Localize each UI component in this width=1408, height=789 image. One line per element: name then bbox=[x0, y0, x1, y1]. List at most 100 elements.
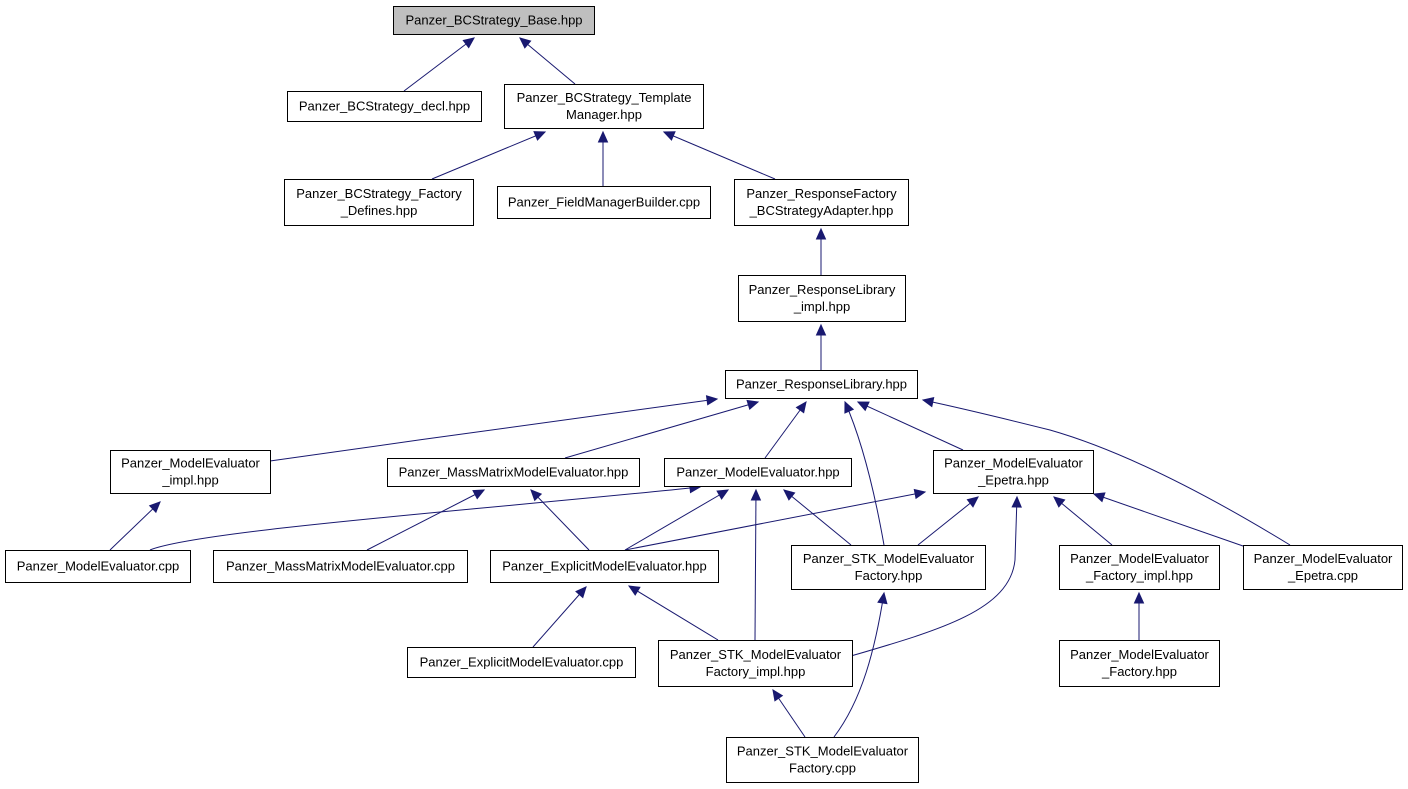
node-box bbox=[738, 275, 906, 322]
node-label: _Defines.hpp bbox=[340, 203, 418, 218]
node-base[interactable]: Panzer_BCStrategy_Base.hpp bbox=[393, 6, 595, 35]
node-box bbox=[658, 640, 853, 687]
node-fmb[interactable]: Panzer_FieldManagerBuilder.cpp bbox=[497, 186, 711, 219]
node-label: Panzer_ExplicitModelEvaluator.hpp bbox=[502, 559, 707, 574]
node-box bbox=[725, 370, 918, 399]
arrowhead-tmplmgr bbox=[662, 131, 676, 141]
arrowhead-rl bbox=[856, 401, 870, 412]
arrowhead-base bbox=[462, 37, 475, 49]
edge-meimpl-to-rl bbox=[269, 398, 718, 462]
edge-me-to-rl bbox=[764, 401, 807, 459]
edge-exme-to-me bbox=[624, 489, 729, 551]
arrowhead-me bbox=[716, 489, 730, 500]
edge-mmme-to-rl bbox=[564, 401, 759, 459]
arrowhead-tmplmgr bbox=[533, 131, 547, 141]
node-box bbox=[5, 550, 191, 583]
node-box bbox=[726, 737, 919, 783]
arrowhead-mefactimpl bbox=[1133, 591, 1145, 604]
edge-meep-to-rl bbox=[857, 401, 964, 451]
node-stkfactimpl[interactable]: Panzer_STK_ModelEvaluatorFactory_impl.hp… bbox=[658, 640, 853, 687]
node-box bbox=[110, 450, 271, 494]
node-label: Panzer_ModelEvaluator bbox=[1070, 647, 1209, 662]
node-label: Panzer_STK_ModelEvaluator bbox=[737, 744, 909, 759]
node-box bbox=[490, 550, 719, 583]
arrowhead-base bbox=[519, 37, 532, 49]
node-label: Panzer_ModelEvaluator.cpp bbox=[17, 559, 180, 574]
node-box bbox=[1059, 545, 1220, 590]
node-me[interactable]: Panzer_ModelEvaluator.hpp bbox=[664, 458, 852, 487]
arrowhead-tmplmgr bbox=[597, 130, 609, 143]
arrowhead-exme bbox=[627, 585, 641, 596]
edge-meepcpp-to-meep bbox=[1093, 493, 1244, 547]
node-box bbox=[734, 179, 909, 226]
node-label: Panzer_FieldManagerBuilder.cpp bbox=[508, 195, 700, 210]
node-exme[interactable]: Panzer_ExplicitModelEvaluator.hpp bbox=[490, 550, 719, 583]
edge-meepcpp-to-rl bbox=[922, 399, 1291, 546]
node-meep[interactable]: Panzer_ModelEvaluator_Epetra.hpp bbox=[933, 450, 1094, 494]
node-label: Panzer_ModelEvaluator bbox=[1070, 551, 1209, 566]
node-meimpl[interactable]: Panzer_ModelEvaluator_impl.hpp bbox=[110, 450, 271, 494]
node-label: Panzer_ResponseLibrary bbox=[749, 282, 896, 297]
edge-factdef-to-tmplmgr bbox=[431, 131, 546, 180]
edge-rfadapter-to-tmplmgr bbox=[663, 131, 776, 180]
node-mefact[interactable]: Panzer_ModelEvaluator_Factory.hpp bbox=[1059, 640, 1220, 687]
arrowhead-mmme bbox=[530, 489, 543, 502]
edge-stkfactimpl-to-exme bbox=[628, 585, 719, 641]
arrowhead-rl bbox=[844, 400, 855, 414]
node-label: Factory.cpp bbox=[789, 761, 856, 776]
node-label: Panzer_ResponseFactory bbox=[746, 186, 897, 201]
edge-mmmecpp-to-mmme bbox=[366, 489, 485, 551]
edge-exme-to-meep bbox=[624, 491, 926, 551]
node-box bbox=[664, 458, 852, 487]
arrowhead-exme bbox=[575, 586, 587, 599]
arrowhead-meep bbox=[1053, 496, 1066, 508]
node-label: Panzer_BCStrategy_Factory bbox=[296, 186, 462, 201]
node-layer: Panzer_BCStrategy_Base.hppPanzer_BCStrat… bbox=[5, 6, 1403, 783]
node-box bbox=[497, 186, 711, 219]
node-box bbox=[284, 179, 474, 226]
node-factdef[interactable]: Panzer_BCStrategy_Factory _Defines.hpp bbox=[284, 179, 474, 226]
edge-stkfact-to-me bbox=[783, 489, 852, 546]
node-mecpp[interactable]: Panzer_ModelEvaluator.cpp bbox=[5, 550, 191, 583]
edge-mefactimpl-to-meep bbox=[1053, 496, 1113, 546]
node-meepcpp[interactable]: Panzer_ModelEvaluator_Epetra.cpp bbox=[1243, 545, 1403, 590]
arrowhead-rl bbox=[746, 399, 760, 410]
node-label: _Epetra.hpp bbox=[977, 473, 1049, 488]
node-mmmecpp[interactable]: Panzer_MassMatrixModelEvaluator.cpp bbox=[213, 550, 468, 583]
node-mmme[interactable]: Panzer_MassMatrixModelEvaluator.hpp bbox=[387, 458, 640, 487]
node-label: Manager.hpp bbox=[566, 107, 642, 122]
arrowhead-stkfactimpl bbox=[772, 688, 784, 702]
node-box bbox=[933, 450, 1094, 494]
node-rfadapter[interactable]: Panzer_ResponseFactory_BCStrategyAdapter… bbox=[734, 179, 909, 226]
node-decl[interactable]: Panzer_BCStrategy_decl.hpp bbox=[287, 91, 482, 122]
edge-decl-to-base bbox=[403, 37, 475, 92]
node-label: Panzer_ModelEvaluator.hpp bbox=[676, 465, 839, 480]
arrowhead-rl bbox=[795, 401, 807, 414]
node-label: Panzer_ModelEvaluator bbox=[121, 456, 260, 471]
node-box bbox=[504, 84, 704, 129]
node-label: Panzer_STK_ModelEvaluator bbox=[803, 551, 975, 566]
node-label: Panzer_STK_ModelEvaluator bbox=[670, 647, 842, 662]
node-rl[interactable]: Panzer_ResponseLibrary.hpp bbox=[725, 370, 918, 399]
node-label: Panzer_MassMatrixModelEvaluator.cpp bbox=[226, 559, 455, 574]
arrowhead-meep bbox=[1092, 492, 1106, 503]
node-box bbox=[791, 545, 986, 590]
node-label: _Epetra.cpp bbox=[1287, 568, 1358, 583]
node-box bbox=[287, 91, 482, 122]
node-label: Panzer_MassMatrixModelEvaluator.hpp bbox=[399, 465, 629, 480]
node-label: Panzer_ExplicitModelEvaluator.cpp bbox=[420, 655, 624, 670]
arrowhead-rfadapter bbox=[815, 227, 827, 240]
arrowhead-me bbox=[750, 488, 762, 501]
edge-stkfact-to-meep bbox=[917, 496, 979, 546]
node-rlimpl[interactable]: Panzer_ResponseLibrary_impl.hpp bbox=[738, 275, 906, 322]
node-mefactimpl[interactable]: Panzer_ModelEvaluator_Factory_impl.hpp bbox=[1059, 545, 1220, 590]
node-box bbox=[387, 458, 640, 487]
node-exmecpp[interactable]: Panzer_ExplicitModelEvaluator.cpp bbox=[407, 647, 636, 678]
node-box bbox=[1059, 640, 1220, 687]
edge-mecpp-to-meimpl bbox=[109, 501, 161, 551]
arrowhead-meep bbox=[966, 496, 979, 508]
edge-mecpp-to-me bbox=[149, 486, 701, 551]
